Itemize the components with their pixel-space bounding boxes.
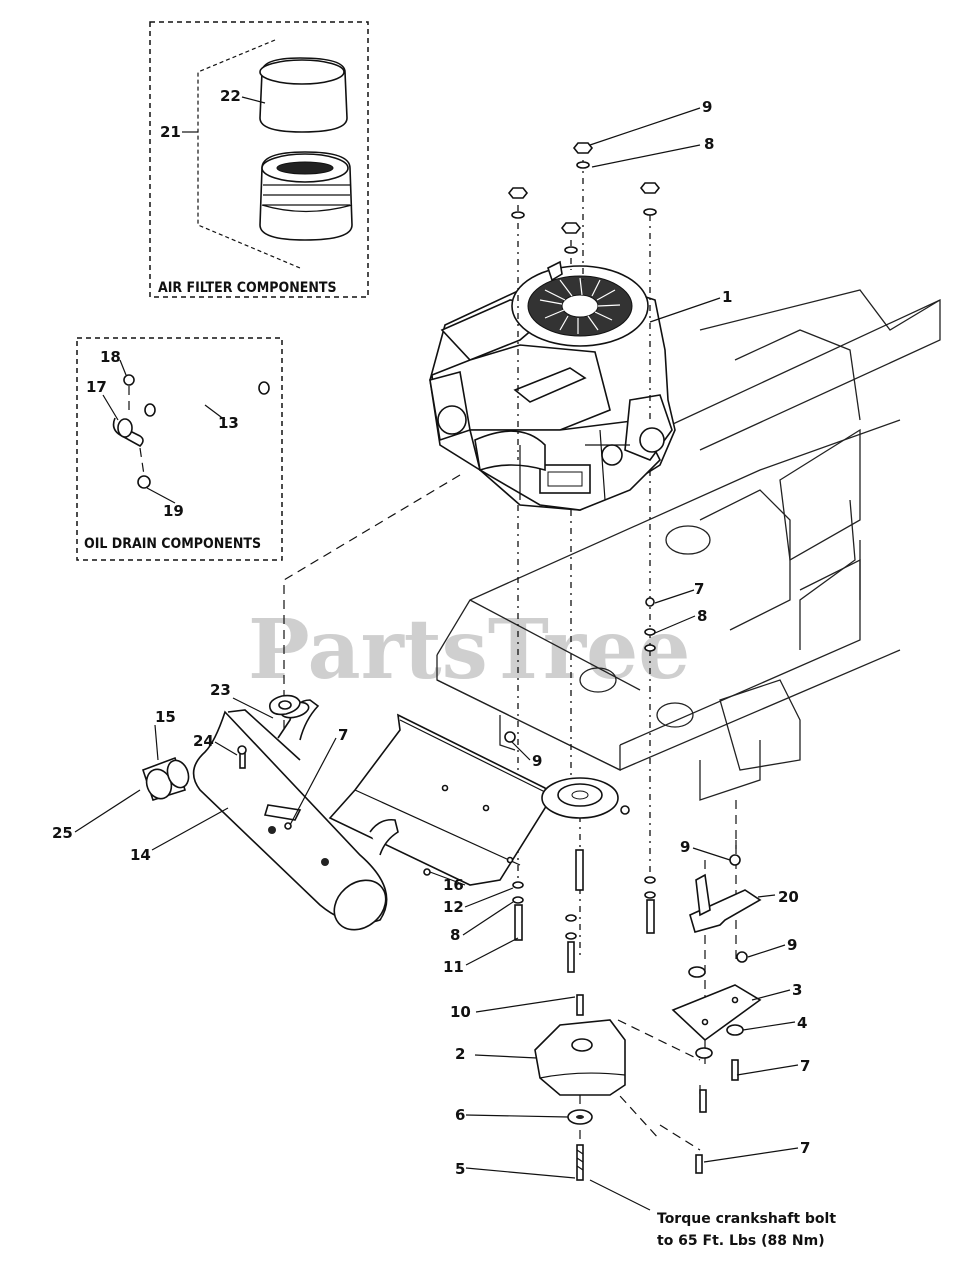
air-filter-components-box: AIR FILTER COMPONENTS xyxy=(149,21,369,298)
callout-18: 18 xyxy=(100,348,121,366)
callout-9: 9 xyxy=(680,838,690,856)
callout-4: 4 xyxy=(797,1014,807,1032)
callout-9: 9 xyxy=(702,98,712,116)
exhaust-tip xyxy=(141,756,190,801)
callout-16: 16 xyxy=(443,876,464,894)
callout-3: 3 xyxy=(792,981,802,999)
exhaust-gasket xyxy=(268,694,301,716)
callout-8: 8 xyxy=(697,607,707,625)
air-filter-title: AIR FILTER COMPONENTS xyxy=(158,280,337,296)
bolt-bottom xyxy=(695,1154,703,1174)
pulley-cover xyxy=(534,994,626,1181)
callout-labels: 9 8 1 21 22 18 17 13 19 7 8 9 23 24 7 15… xyxy=(52,87,810,1178)
torque-note: Torque crankshaft bolt to 65 Ft. Lbs (88… xyxy=(657,1211,836,1249)
callout-7: 7 xyxy=(800,1057,810,1075)
callout-7: 7 xyxy=(338,726,348,744)
engine-assembly xyxy=(429,260,676,511)
callout-20: 20 xyxy=(778,888,799,906)
torque-note-line-1: Torque crankshaft bolt xyxy=(657,1211,836,1227)
leader-lines xyxy=(74,96,799,1211)
callout-24: 24 xyxy=(193,732,214,750)
callout-1: 1 xyxy=(722,288,732,306)
callout-10: 10 xyxy=(450,1003,471,1021)
callout-11: 11 xyxy=(443,958,464,976)
callout-21: 21 xyxy=(160,123,181,141)
callout-7: 7 xyxy=(800,1139,810,1157)
callout-17: 17 xyxy=(86,378,107,396)
bolt-stack-right xyxy=(644,876,656,934)
callout-2: 2 xyxy=(455,1045,465,1063)
top-fasteners xyxy=(507,142,661,254)
callout-13: 13 xyxy=(218,414,239,432)
watermark: PartsTree xyxy=(248,602,690,698)
bracket xyxy=(689,854,762,963)
callout-7: 7 xyxy=(694,580,704,598)
crankshaft-area xyxy=(541,777,619,973)
mower-frame xyxy=(436,289,941,801)
bolt-stack-left xyxy=(512,881,524,941)
callout-15: 15 xyxy=(155,708,176,726)
callout-8: 8 xyxy=(450,926,460,944)
torque-note-line-2: to 65 Ft. Lbs (88 Nm) xyxy=(657,1233,825,1249)
callout-22: 22 xyxy=(220,87,241,105)
callout-8: 8 xyxy=(704,135,714,153)
callout-25: 25 xyxy=(52,824,73,842)
frame-fasteners xyxy=(504,597,656,743)
callout-6: 6 xyxy=(455,1106,465,1124)
callout-5: 5 xyxy=(455,1160,465,1178)
mount-plate xyxy=(671,966,762,1113)
callout-19: 19 xyxy=(163,502,184,520)
callout-12: 12 xyxy=(443,898,464,916)
small-fasteners xyxy=(237,745,630,876)
oil-drain-components-box: OIL DRAIN COMPONENTS xyxy=(76,337,283,561)
callout-23: 23 xyxy=(210,681,231,699)
callout-9: 9 xyxy=(787,936,797,954)
callout-14: 14 xyxy=(130,846,151,864)
callout-9: 9 xyxy=(532,752,542,770)
oil-drain-title: OIL DRAIN COMPONENTS xyxy=(84,536,261,552)
